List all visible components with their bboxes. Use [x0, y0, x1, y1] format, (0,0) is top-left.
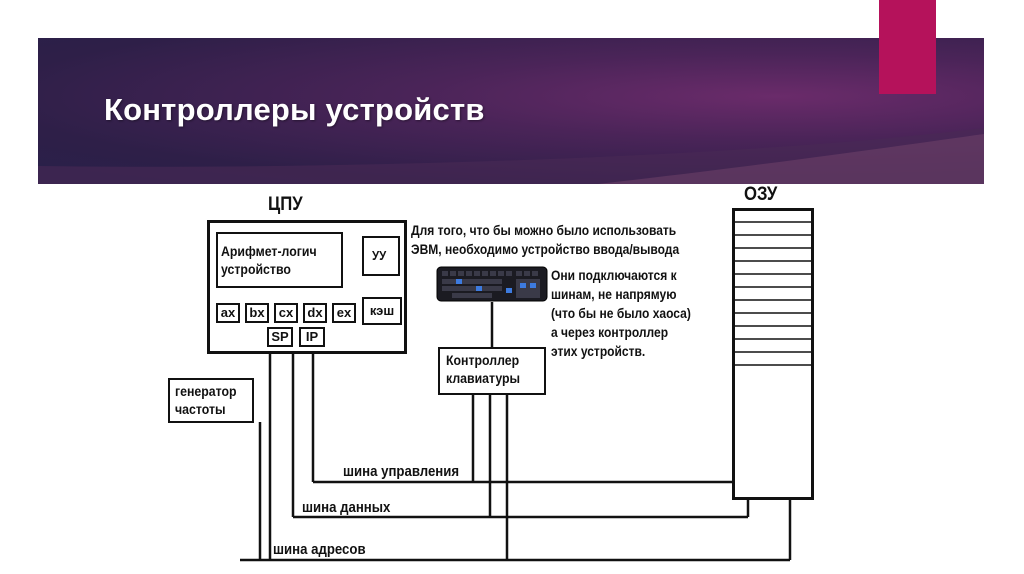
alu-label: Арифмет-логич устройство	[221, 243, 317, 277]
note-side: Они подключаются к шинам, не напрямую (ч…	[551, 267, 691, 359]
register-sp: SP	[267, 327, 293, 347]
keyboard-controller-box	[438, 347, 546, 395]
title-banner	[38, 38, 984, 184]
slide-title: Контроллеры устройств	[104, 92, 485, 127]
register-ip: IP	[299, 327, 325, 347]
note-top: Для того, что бы можно было использовать…	[411, 222, 680, 257]
register-cx: cx	[274, 303, 298, 323]
ram-box	[732, 208, 814, 500]
control-unit-label: УУ	[372, 248, 387, 263]
address-bus-label: шина адресов	[273, 541, 366, 558]
banner-wave-decoration	[38, 128, 984, 184]
register-ex: ex	[332, 303, 356, 323]
control-unit-box	[362, 236, 400, 276]
alu-box	[216, 232, 343, 288]
cpu-label: ЦПУ	[268, 194, 303, 215]
cache-box: кэш	[362, 297, 402, 325]
register-bx: bx	[245, 303, 269, 323]
register-dx: dx	[303, 303, 327, 323]
data-bus-label: шина данных	[302, 499, 391, 516]
accent-tab	[879, 0, 936, 94]
register-ax: ax	[216, 303, 240, 323]
keyboard-controller-label: Контроллер клавиатуры	[446, 352, 521, 386]
keyboard-icon	[436, 266, 548, 302]
control-bus-label: шина управления	[343, 463, 460, 480]
clock-generator-label: генератор частоты	[175, 383, 237, 417]
ram-label: ОЗУ	[744, 184, 778, 205]
clock-generator-box	[168, 378, 254, 423]
